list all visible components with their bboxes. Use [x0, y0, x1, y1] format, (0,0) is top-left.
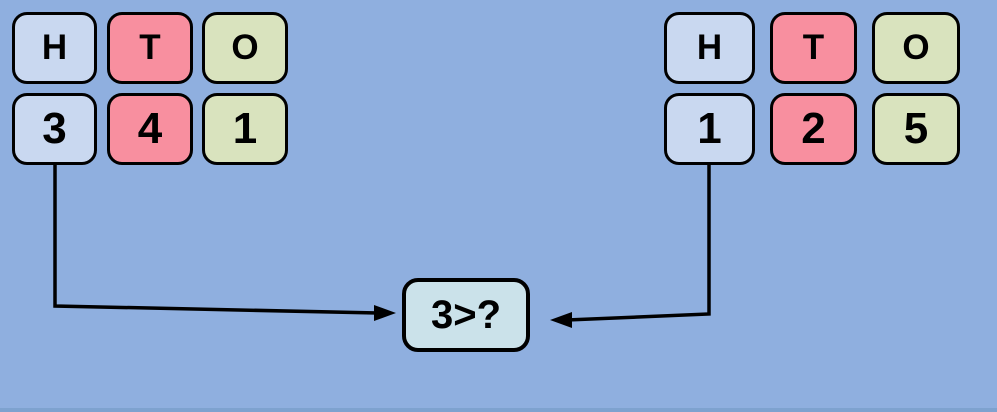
left-ones-header-card: O	[202, 12, 288, 84]
right-ones-digit-card: 5	[872, 93, 960, 165]
left-arrowhead-icon	[374, 305, 396, 321]
left-hundreds-digit-card: 3	[12, 93, 97, 165]
right-tens-digit-card: 2	[770, 93, 857, 165]
right-hundreds-digit-card: 1	[664, 93, 755, 165]
left-arrow	[53, 164, 396, 321]
right-hundreds-header-card: H	[664, 12, 755, 84]
right-arrowhead-icon	[550, 312, 572, 328]
left-ones-digit-card: 1	[202, 93, 288, 165]
right-tens-header-card: T	[770, 12, 857, 84]
left-hundreds-header-card: H	[12, 12, 97, 84]
right-arrow	[550, 164, 711, 328]
left-tens-digit-card: 4	[107, 93, 193, 165]
right-ones-header-card: O	[872, 12, 960, 84]
left-tens-header-card: T	[107, 12, 193, 84]
compare-box: 3>?	[402, 278, 530, 352]
bottom-edge-strip	[0, 408, 997, 412]
